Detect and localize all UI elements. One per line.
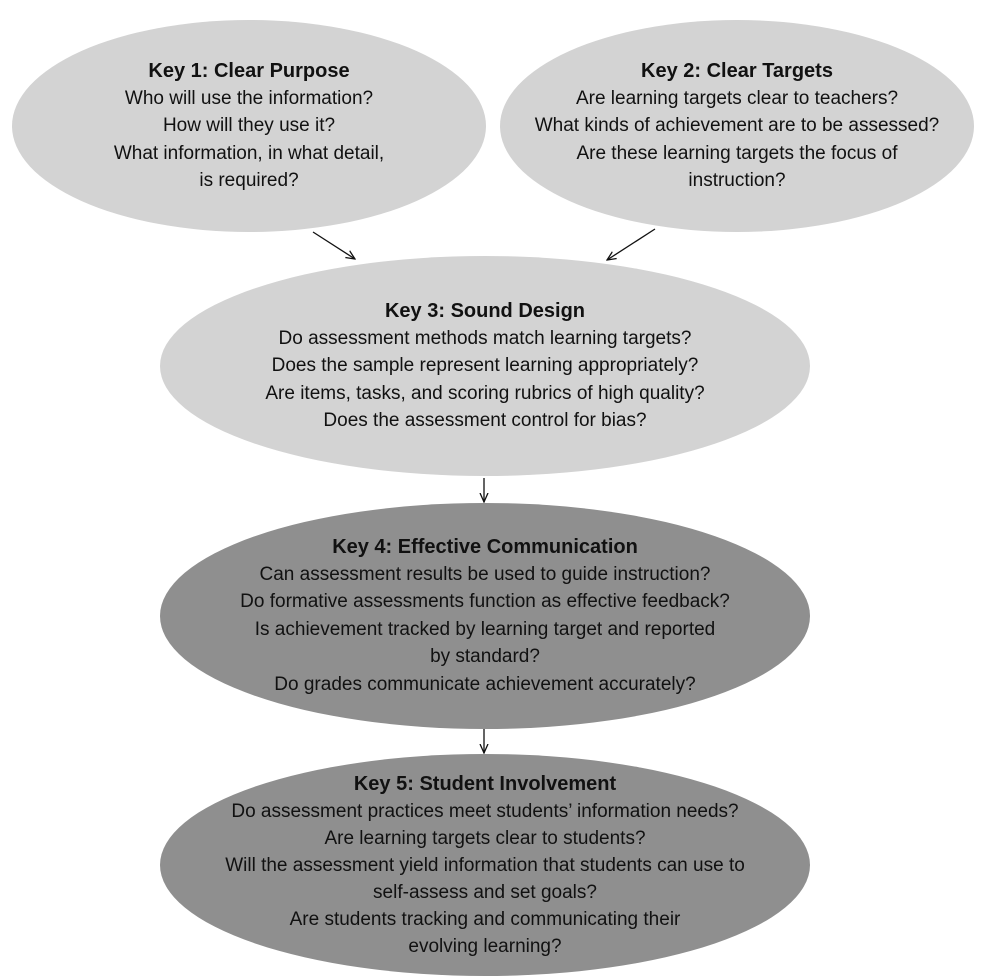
key-3-line: Do assessment methods match learning tar…: [278, 327, 692, 349]
key-1-title: Key 1: Clear Purpose: [148, 59, 350, 82]
key-1-line: How will they use it?: [162, 115, 336, 136]
key-3-title: Key 3: Sound Design: [384, 299, 586, 322]
key-3-line: Does the assessment control for bias?: [323, 410, 647, 431]
key-4-line: Can assessment results be used to guide …: [259, 563, 711, 585]
key-5-line: Do assessment practices meet students’ i…: [231, 800, 739, 822]
key-4-line: Do formative assessments function as eff…: [240, 591, 730, 613]
key-1-clear-purpose: Key 1: Clear Purpose Who will use the in…: [12, 20, 486, 232]
key-1-line: What information, in what detail,: [113, 142, 385, 164]
key-5-line: self-assess and set goals?: [373, 881, 597, 903]
key-3-line: Does the sample represent learning appro…: [271, 355, 699, 376]
key-2-line: What kinds of achievement are to be asse…: [534, 115, 940, 136]
key-2-clear-targets: Key 2: Clear Targets Are learning target…: [500, 20, 974, 232]
key-2-line: Are learning targets clear to teachers?: [575, 87, 899, 109]
key-4-line: Do grades communicate achievement accura…: [274, 673, 696, 695]
key-3-line: Are items, tasks, and scoring rubrics of…: [265, 382, 705, 404]
key-5-line: evolving learning?: [408, 935, 562, 957]
key-4-title: Key 4: Effective Communication: [332, 535, 638, 558]
key-5-line: Are students tracking and communicating …: [289, 908, 681, 930]
key-4-line: by standard?: [430, 646, 540, 668]
key-5-student-involvement: Key 5: Student Involvement Do assessment…: [160, 754, 810, 976]
key-4-effective-communication: Key 4: Effective Communication Can asses…: [160, 503, 810, 729]
key-2-title: Key 2: Clear Targets: [641, 59, 833, 82]
key-3-sound-design: Key 3: Sound Design Do assessment method…: [160, 256, 810, 476]
key-5-line: Will the assessment yield information th…: [225, 854, 745, 876]
key-1-line: is required?: [199, 170, 299, 191]
arrow-key2-to-key3: [607, 228, 656, 260]
key-2-line: instruction?: [688, 170, 786, 191]
key-1-line: Who will use the information?: [124, 87, 374, 109]
key-4-line: Is achievement tracked by learning targe…: [254, 618, 716, 640]
key-2-line: Are these learning targets the focus of: [576, 142, 898, 164]
key-5-line: Are learning targets clear to students?: [324, 827, 646, 849]
key-5-title: Key 5: Student Involvement: [353, 772, 617, 795]
arrow-key1-to-key3: [312, 231, 355, 259]
